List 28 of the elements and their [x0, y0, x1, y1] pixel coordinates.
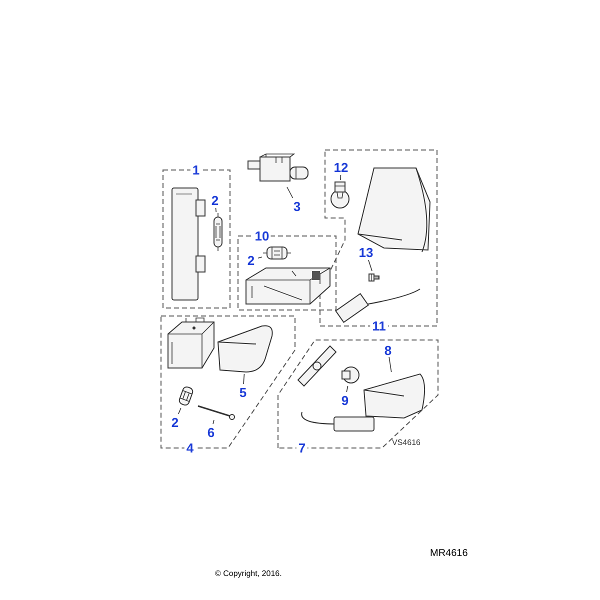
leader-line — [212, 420, 214, 424]
callout-number: 2 — [211, 194, 219, 206]
drawing-code: MR4616 — [430, 547, 468, 561]
callout-number: 2 — [171, 416, 179, 428]
leader-line — [340, 174, 342, 180]
callout-number: 8 — [384, 344, 392, 356]
leader-line — [286, 186, 294, 198]
leader-line — [346, 386, 348, 392]
callout-number: 9 — [341, 394, 349, 406]
callout-number: 7 — [296, 442, 308, 454]
callout-number: 13 — [358, 246, 374, 259]
callout-number: 2 — [247, 254, 255, 266]
callout-number: 6 — [207, 426, 215, 438]
leader-line — [178, 408, 182, 414]
leader-line — [215, 208, 217, 212]
callout-number: 4 — [184, 442, 196, 454]
leader-line — [388, 356, 392, 372]
leader-line — [258, 256, 262, 259]
callout-number: 3 — [293, 200, 301, 212]
callout-number: 1 — [190, 164, 202, 176]
callout-number: 10 — [252, 230, 272, 242]
leader-line — [368, 260, 372, 272]
callout-number: 12 — [334, 160, 348, 174]
copyright-note: © Copyright, 2016. — [215, 568, 282, 580]
callout-number: 5 — [239, 386, 247, 398]
callout-number: 11 — [370, 320, 388, 332]
drawing-code: VS4616 — [392, 437, 420, 449]
leader-line — [243, 374, 245, 384]
